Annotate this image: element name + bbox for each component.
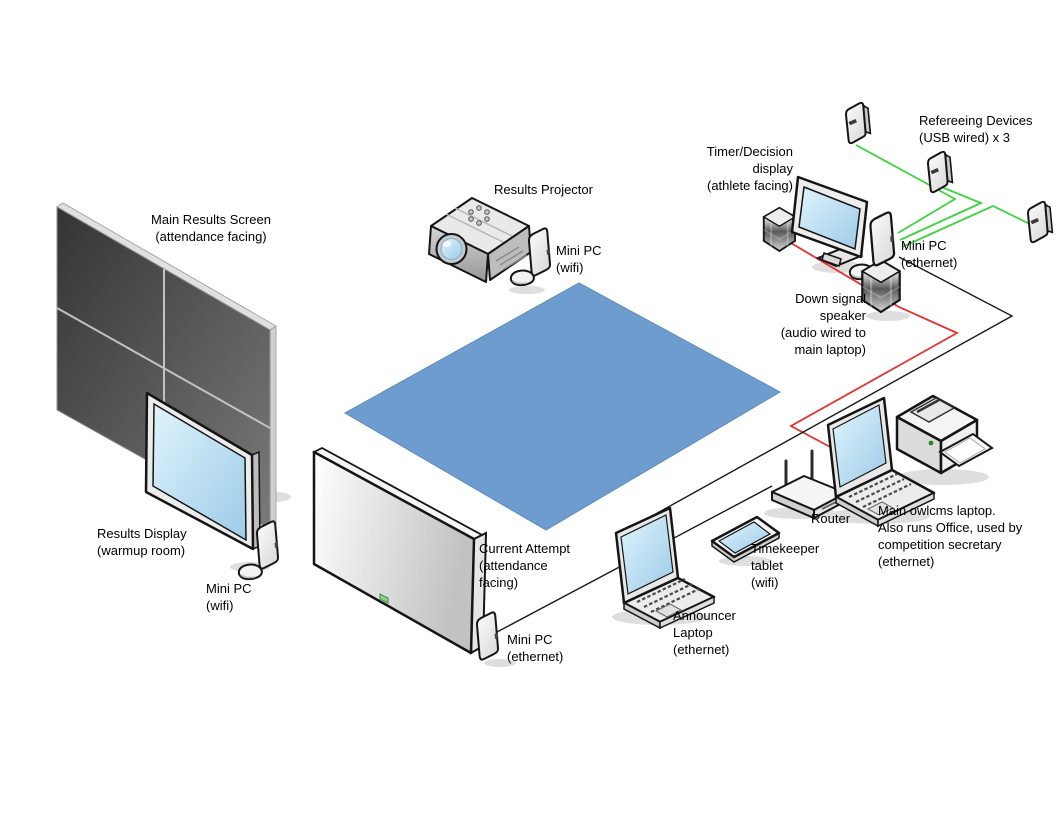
label-line: Current Attempt — [479, 541, 571, 556]
printer-led — [928, 440, 934, 446]
label-announcer-laptop: Announcer Laptop (ethernet) — [673, 607, 736, 658]
label-line: (athlete facing) — [707, 178, 793, 193]
label-warmup-mini-pc: Mini PC (wifi) — [206, 580, 252, 614]
label-timer-decision-display: Timer/Decision display (athlete facing) — [653, 143, 793, 194]
label-main-results-screen: Main Results Screen (attendance facing) — [135, 211, 287, 245]
label-timer-mini-pc: Mini PC (ethernet) — [901, 237, 957, 271]
competition-platform — [343, 282, 782, 531]
label-current-attempt: Current Attempt (attendance facing) — [479, 540, 570, 591]
label-line: Refereeing Devices — [919, 113, 1033, 128]
touchpad — [654, 603, 683, 618]
label-line: Mini PC — [206, 581, 252, 596]
label-line: (USB wired) x 3 — [919, 130, 1011, 145]
label-current-attempt-mini-pc: Mini PC (ethernet) — [507, 631, 563, 665]
refereeing-device-1 — [845, 101, 872, 145]
label-results-projector: Results Projector — [494, 181, 593, 198]
touchpad — [866, 501, 895, 516]
label-line: facing) — [479, 575, 519, 590]
label-line: Mini PC — [901, 238, 947, 253]
laser-printer — [895, 394, 994, 475]
label-line: (warmup room) — [97, 543, 186, 558]
announcer-laptop — [614, 506, 716, 630]
label-line: tablet — [751, 558, 783, 573]
timekeeper-tablet — [710, 515, 781, 563]
label-line: Results Display — [97, 526, 187, 541]
label-line: speaker — [819, 308, 866, 323]
down-signal-speaker-left — [762, 206, 796, 252]
label-line: Main Results Screen — [151, 212, 271, 227]
label-line: (ethernet) — [878, 554, 935, 569]
mini-pc-projector — [528, 227, 552, 277]
label-projector-mini-pc: Mini PC (wifi) — [556, 242, 602, 276]
results-display-monitor — [144, 391, 261, 551]
power-led — [379, 593, 389, 604]
refereeing-device-3 — [1027, 200, 1054, 244]
label-line: (wifi) — [556, 260, 584, 275]
cable-usb-1 — [855, 144, 957, 234]
mini-pc-current-attempt — [476, 611, 500, 661]
label-line: Also runs Office, used by — [878, 520, 1023, 535]
label-line: competition secretary — [878, 537, 1002, 552]
label-line: Timekeeper — [751, 541, 820, 556]
refereeing-device-2 — [927, 150, 954, 194]
down-signal-speaker-right — [861, 259, 901, 314]
label-line: (ethernet) — [673, 642, 730, 657]
label-refereeing-devices: Refereeing Devices (USB wired) x 3 — [919, 112, 1032, 146]
label-line: display — [752, 161, 793, 176]
results-projector — [428, 197, 532, 283]
label-line: Mini PC — [556, 243, 602, 258]
mini-pc-warmup — [256, 520, 280, 570]
label-line: main laptop) — [794, 342, 866, 357]
cable-ethernet-main — [642, 256, 1014, 522]
label-line: Results Projector — [494, 182, 593, 197]
label-line: (ethernet) — [901, 255, 958, 270]
timer-decision-monitor — [790, 175, 869, 268]
label-line: Down signal — [795, 291, 866, 306]
label-main-laptop: Main owlcms laptop. Also runs Office, us… — [878, 502, 1022, 570]
main-owlcms-laptop — [826, 396, 936, 528]
current-attempt-display — [312, 446, 488, 655]
mouse-warmup — [237, 563, 263, 581]
label-line: Announcer — [673, 608, 736, 623]
mini-pc-timer — [869, 211, 896, 267]
cable-usb-2 — [899, 185, 984, 241]
label-line: (audio wired to — [780, 325, 866, 340]
label-line: Timer/Decision — [706, 144, 793, 159]
label-line: (attendance facing) — [155, 229, 267, 244]
label-results-display: Results Display (warmup room) — [97, 525, 187, 559]
label-timekeeper-tablet: Timekeeper tablet (wifi) — [751, 540, 819, 591]
label-line: Mini PC — [507, 632, 553, 647]
label-down-signal-speaker: Down signal speaker (audio wired to main… — [726, 290, 866, 358]
label-line: (attendance — [479, 558, 548, 573]
label-line: (ethernet) — [507, 649, 564, 664]
label-line: (wifi) — [751, 575, 779, 590]
cable-usb-3 — [901, 205, 1035, 248]
label-line: Laptop — [673, 625, 713, 640]
mouse-projector — [509, 269, 535, 287]
label-router: Router — [811, 510, 850, 527]
label-line: (wifi) — [206, 598, 234, 613]
label-line: Router — [811, 511, 851, 526]
label-line: Main owlcms laptop. — [878, 503, 996, 518]
